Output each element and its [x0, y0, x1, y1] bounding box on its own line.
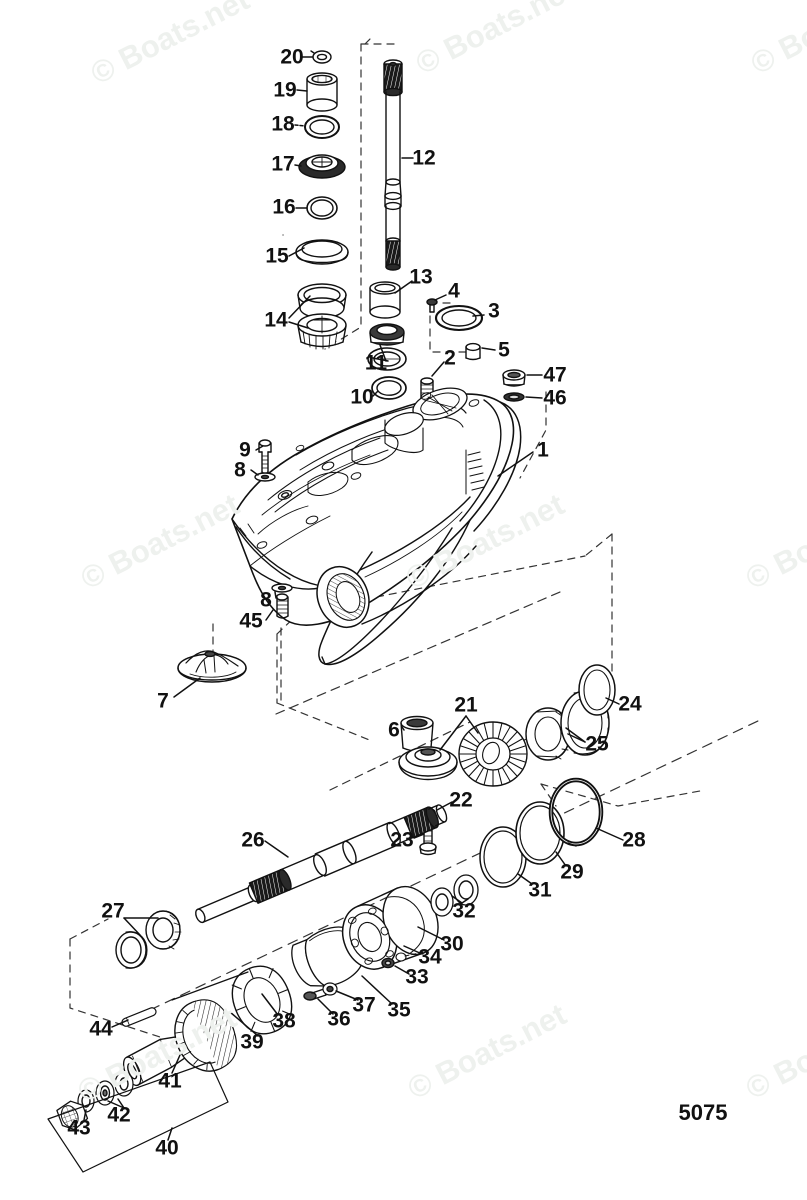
callout-number-8b: 8 [260, 588, 272, 612]
callout-number-37: 37 [352, 993, 376, 1017]
callout-number-21: 21 [454, 693, 478, 717]
callout-number-13: 13 [409, 265, 433, 289]
callout-number-8a: 8 [234, 458, 246, 482]
callout-number-20: 20 [280, 45, 304, 69]
callout-number-22: 22 [449, 788, 473, 812]
callout-number-16: 16 [272, 195, 296, 219]
callout-number-23: 23 [390, 828, 414, 852]
callout-number-28: 28 [622, 828, 646, 852]
callout-number-35: 35 [387, 998, 411, 1022]
callout-number-36: 36 [327, 1007, 351, 1031]
callout-number-34: 34 [418, 945, 442, 969]
callout-number-30: 30 [440, 932, 464, 956]
callout-number-10: 10 [350, 385, 374, 409]
callout-number-3: 3 [488, 299, 500, 323]
callout-number-33: 33 [405, 965, 429, 989]
callout-number-25: 25 [585, 732, 609, 756]
callout-number-27: 27 [101, 899, 125, 923]
callout-number-32: 32 [452, 899, 476, 923]
callout-number-2: 2 [444, 346, 456, 370]
callout-number-9: 9 [239, 438, 251, 462]
callout-number-24: 24 [618, 692, 642, 716]
callout-number-14: 14 [264, 308, 288, 332]
callout-number-43: 43 [67, 1116, 91, 1140]
callout-number-41: 41 [158, 1069, 182, 1093]
callout-number-11: 11 [364, 351, 388, 375]
callout-number-7: 7 [157, 689, 169, 713]
callout-number-46: 46 [543, 386, 567, 410]
callout-number-40: 40 [155, 1136, 179, 1160]
callout-number-31: 31 [528, 878, 552, 902]
callout-number-44: 44 [89, 1017, 113, 1041]
callout-number-38: 38 [272, 1009, 296, 1033]
callout-number-42: 42 [107, 1103, 131, 1127]
callout-number-19: 19 [273, 78, 297, 102]
callout-number-39: 39 [240, 1030, 264, 1054]
callout-number-1: 1 [537, 438, 549, 462]
callout-number-5: 5 [498, 338, 510, 362]
callout-number-15: 15 [265, 244, 289, 268]
callout-number-29: 29 [560, 860, 584, 884]
callout-number-45: 45 [239, 609, 263, 633]
callout-number-4: 4 [448, 279, 460, 303]
callout-number-6: 6 [388, 718, 400, 742]
callout-number-26: 26 [241, 828, 265, 852]
callout-number-12: 12 [412, 146, 436, 170]
callout-number-17: 17 [271, 152, 295, 176]
diagram-number: 5075 [678, 1100, 728, 1125]
callout-number-18: 18 [271, 112, 295, 136]
callout-number-47: 47 [543, 363, 567, 387]
